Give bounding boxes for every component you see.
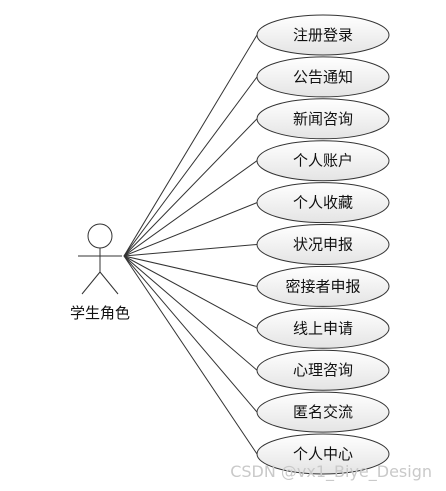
association-line — [123, 76, 258, 257]
use-case-label: 新闻咨询 — [293, 110, 353, 128]
use-case-label: 个人账户 — [293, 152, 353, 170]
use-case-ellipse — [256, 433, 390, 475]
association-line — [123, 160, 258, 257]
use-case-ellipse — [256, 56, 390, 98]
use-case: 心理咨询 — [256, 349, 390, 391]
use-case: 公告通知 — [256, 56, 390, 98]
use-case-label: 状况申报 — [293, 236, 353, 254]
use-case-ellipse — [256, 140, 390, 182]
use-case: 密接者申报 — [256, 265, 390, 307]
use-case-ellipse — [256, 224, 390, 265]
use-case-label: 心理咨询 — [293, 361, 353, 379]
actor-left-leg — [81, 271, 101, 295]
association-line — [123, 118, 258, 257]
use-case-ellipse — [256, 182, 390, 224]
association-line — [123, 255, 258, 413]
actor-right-leg — [99, 271, 119, 295]
association-line — [123, 202, 258, 257]
use-case-ellipse — [256, 349, 390, 391]
use-case-label: 公告通知 — [293, 68, 353, 86]
use-case-ellipse — [256, 14, 390, 56]
association-lines — [123, 34, 258, 455]
use-case-label: 注册登录 — [293, 26, 353, 44]
use-case: 个人收藏 — [256, 182, 390, 224]
use-case-label: 线上申请 — [293, 319, 353, 337]
use-case: 注册登录 — [256, 14, 390, 56]
actor-figure — [78, 223, 122, 295]
use-case-label: 匿名交流 — [293, 403, 353, 421]
use-case-list: 注册登录公告通知新闻咨询个人账户个人收藏状况申报密接者申报线上申请心理咨询匿名交… — [256, 14, 390, 475]
use-case: 新闻咨询 — [256, 98, 390, 140]
use-case: 线上申请 — [256, 307, 390, 349]
use-case-label: 个人收藏 — [293, 194, 353, 212]
association-line — [123, 255, 258, 455]
use-case: 匿名交流 — [256, 391, 390, 433]
use-case: 状况申报 — [256, 224, 390, 265]
actor-label: 学生角色 — [70, 304, 130, 322]
association-line — [123, 255, 258, 371]
use-case-label: 密接者申报 — [285, 277, 360, 295]
use-case-ellipse — [256, 265, 390, 307]
use-case-ellipse — [256, 391, 390, 433]
watermark: CSDN @vx1_Biye_Design — [230, 462, 432, 482]
association-line — [123, 255, 258, 329]
use-case: 个人账户 — [256, 140, 390, 182]
association-line — [123, 255, 258, 287]
use-case: 个人中心 — [256, 433, 390, 475]
use-case-ellipse — [256, 307, 390, 349]
actor-head — [87, 223, 113, 249]
use-case-label: 个人中心 — [293, 445, 353, 463]
use-case-ellipse — [256, 98, 390, 140]
association-line — [123, 34, 258, 257]
association-line — [123, 244, 258, 257]
